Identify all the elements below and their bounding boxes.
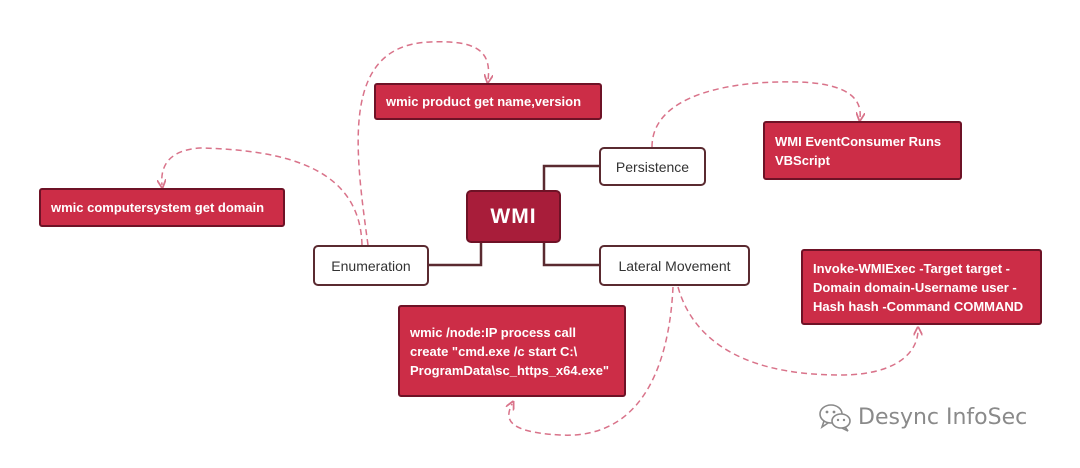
connector-enumeration: [428, 243, 483, 267]
dashed-lateral-to-processcall: [509, 286, 674, 436]
branch-node-persistence[interactable]: Persistence: [599, 147, 706, 186]
leaf-label-product: wmic product get name,version: [386, 94, 582, 109]
branch-node-enumeration[interactable]: Enumeration: [313, 245, 429, 286]
leaf-label-invoke-wmiexec: Invoke-WMIExec -Target target - Domain d…: [813, 260, 1024, 314]
watermark-text: Desync InfoSec: [858, 404, 1028, 430]
central-node-label: WMI: [490, 204, 537, 228]
leaf-label-computersystem: wmic computersystem get domain: [51, 200, 265, 215]
central-node-wmi[interactable]: WMI: [466, 190, 561, 243]
leaf-node-product[interactable]: wmic product get name,version: [374, 83, 602, 120]
leaf-label-process-call: wmic /node:IP process call create "cmd.e…: [410, 324, 610, 378]
leaf-node-computersystem[interactable]: wmic computersystem get domain: [39, 188, 285, 227]
wechat-icon: [819, 404, 851, 432]
branch-label-persistence: Persistence: [615, 158, 690, 175]
branch-label-lateral-movement: Lateral Movement: [618, 257, 731, 274]
dashed-enumeration-to-product: [357, 41, 488, 246]
branch-label-enumeration: Enumeration: [331, 257, 411, 274]
leaf-node-eventconsumer[interactable]: WMI EventConsumer Runs VBScript: [763, 121, 962, 180]
leaf-label-eventconsumer: WMI EventConsumer Runs VBScript: [775, 133, 942, 168]
connector-persistence: [542, 164, 600, 190]
connector-lateral: [542, 243, 600, 267]
dashed-lateral-to-invoke: [677, 286, 918, 376]
leaf-node-invoke-wmiexec[interactable]: Invoke-WMIExec -Target target - Domain d…: [801, 249, 1042, 325]
watermark: Desync InfoSec: [818, 402, 1027, 432]
branch-node-lateral-movement[interactable]: Lateral Movement: [599, 245, 750, 286]
leaf-node-process-call[interactable]: wmic /node:IP process call create "cmd.e…: [398, 305, 626, 397]
dashed-enumeration-to-computersystem: [162, 147, 363, 246]
